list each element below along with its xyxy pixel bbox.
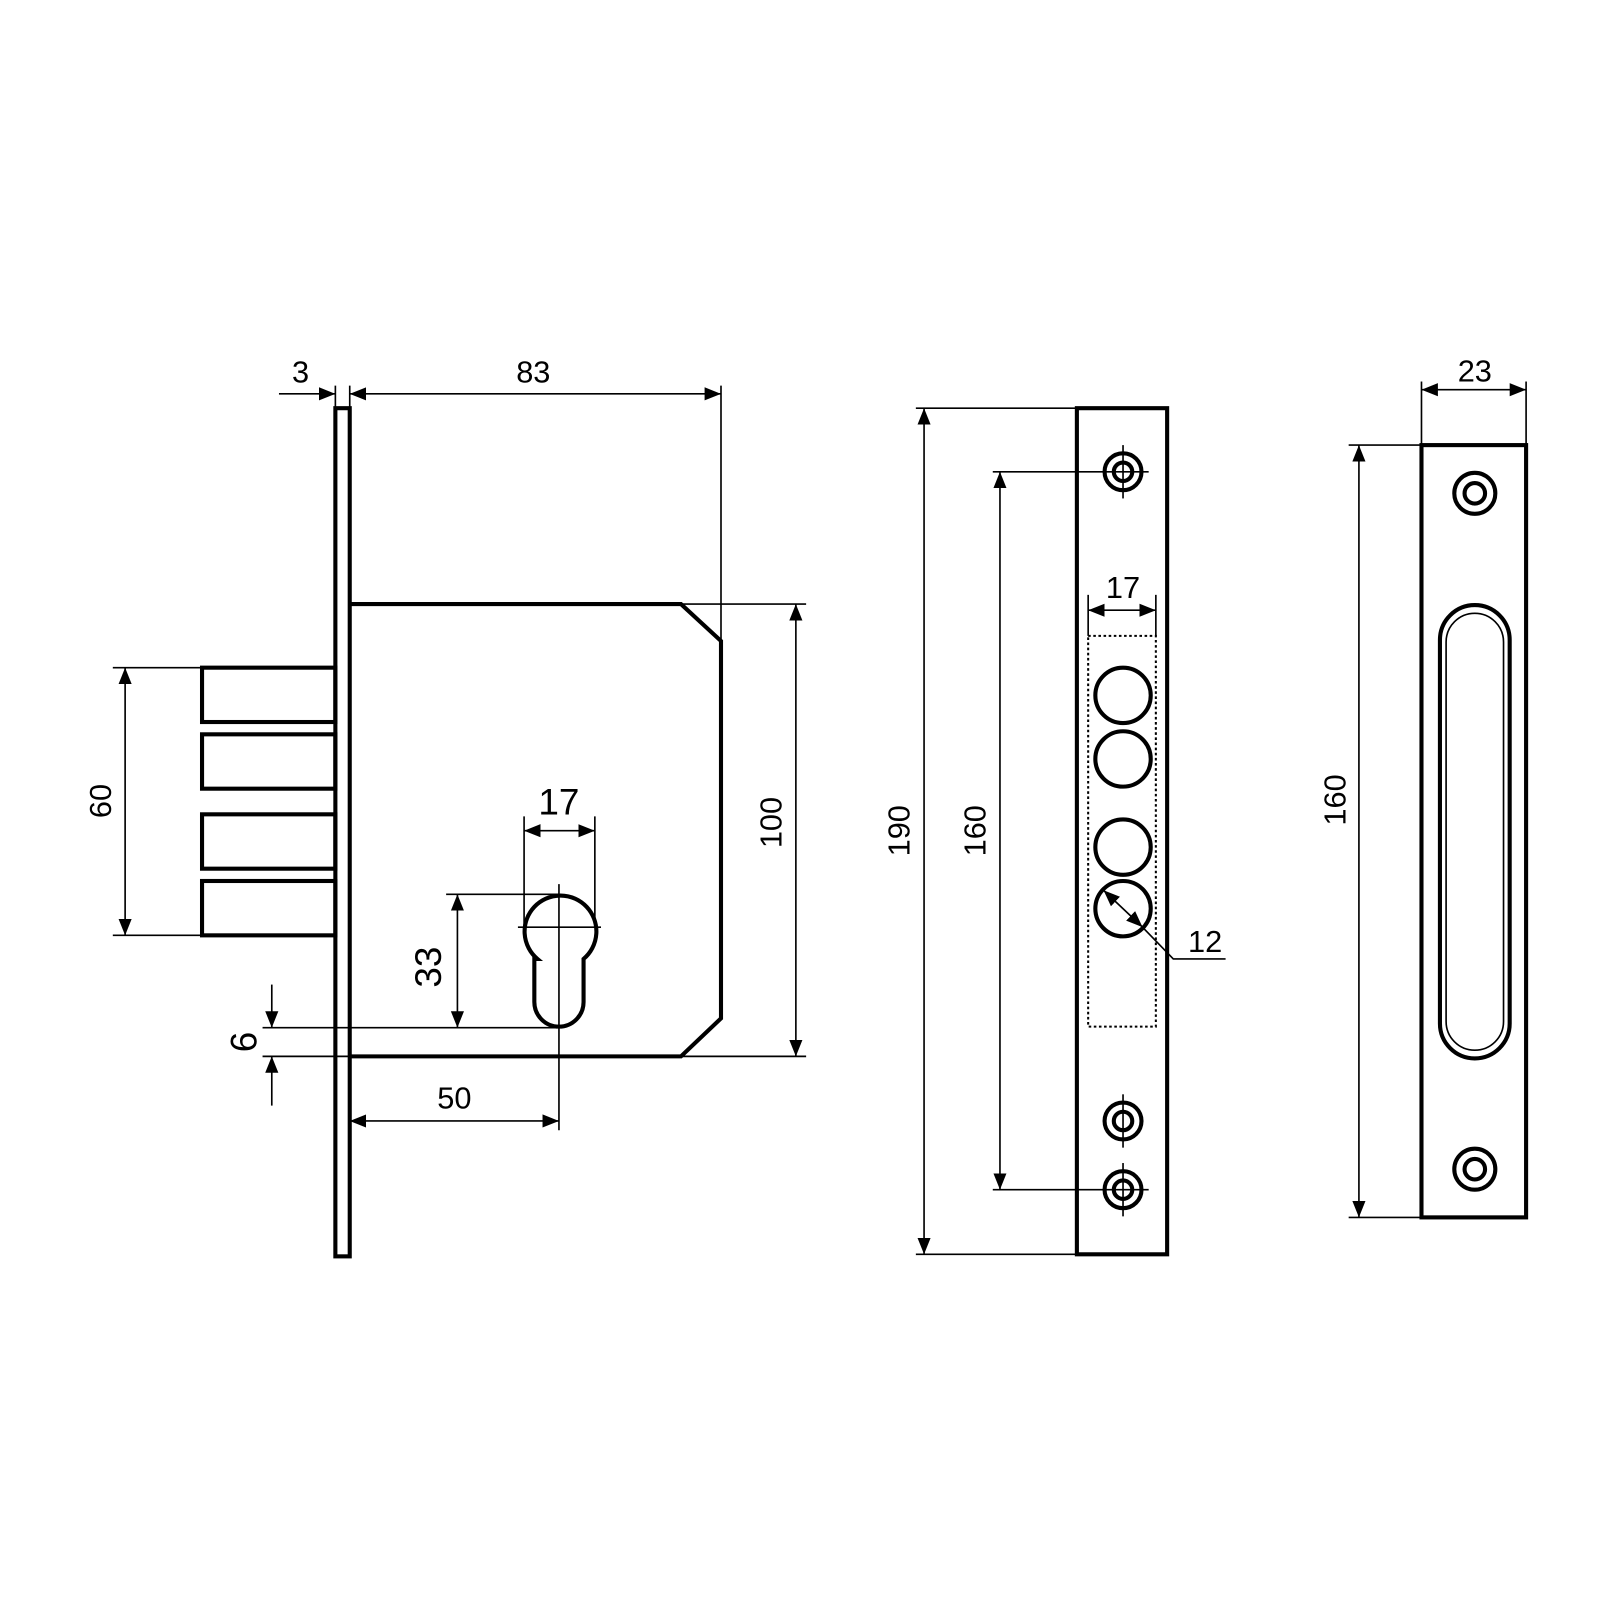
dim-body-depth: 83 — [516, 355, 550, 390]
strike-slot — [1437, 603, 1512, 1061]
faceplate — [1074, 406, 1170, 1257]
strike-plate-view: 23 160 — [1318, 354, 1529, 1220]
dim-cylinder-offset: 6 — [223, 1032, 264, 1053]
dim-faceplate-screw-spacing: 160 — [958, 805, 993, 856]
dim-line — [1102, 889, 1144, 928]
dim-strike-width: 23 — [1458, 354, 1492, 389]
dim-cylinder-height: 33 — [408, 947, 449, 988]
bolt-hole — [1093, 665, 1153, 726]
dim-bolt-diameter: 12 — [1188, 924, 1222, 959]
bolt — [199, 878, 338, 938]
screw-hole-icon — [1452, 1146, 1498, 1192]
strike-plate — [1419, 443, 1529, 1220]
dim-backset: 50 — [437, 1081, 471, 1116]
screw-hole-icon — [1102, 1094, 1144, 1148]
dim-body-height: 100 — [754, 797, 789, 848]
screw-hole-icon — [1452, 470, 1498, 516]
bolt-hole — [1093, 878, 1153, 939]
bolt-hole — [1093, 729, 1153, 789]
screw-hole-icon — [992, 445, 1149, 499]
lock-case — [349, 602, 724, 1059]
dim-faceplate-thickness: 3 — [292, 355, 309, 390]
dim-bolt-span: 60 — [83, 784, 118, 818]
screw-hole-icon — [992, 1163, 1149, 1217]
bolt-hole — [1093, 817, 1153, 877]
dim-cylinder-width: 17 — [538, 781, 579, 822]
faceplate-view: 17 12 190 160 — [882, 406, 1226, 1257]
bolt — [199, 732, 338, 791]
bolt-zone — [1087, 634, 1157, 1028]
bolt — [199, 812, 338, 871]
dim-faceplate-length: 190 — [882, 805, 917, 856]
dim-bolt-zone-width: 17 — [1106, 570, 1140, 605]
lock-body-view: 3 83 60 100 17 33 6 — [83, 355, 807, 1259]
bolt — [199, 665, 338, 725]
cylinder-keyhole — [522, 893, 599, 1029]
dim-strike-screw-spacing: 160 — [1318, 774, 1353, 825]
